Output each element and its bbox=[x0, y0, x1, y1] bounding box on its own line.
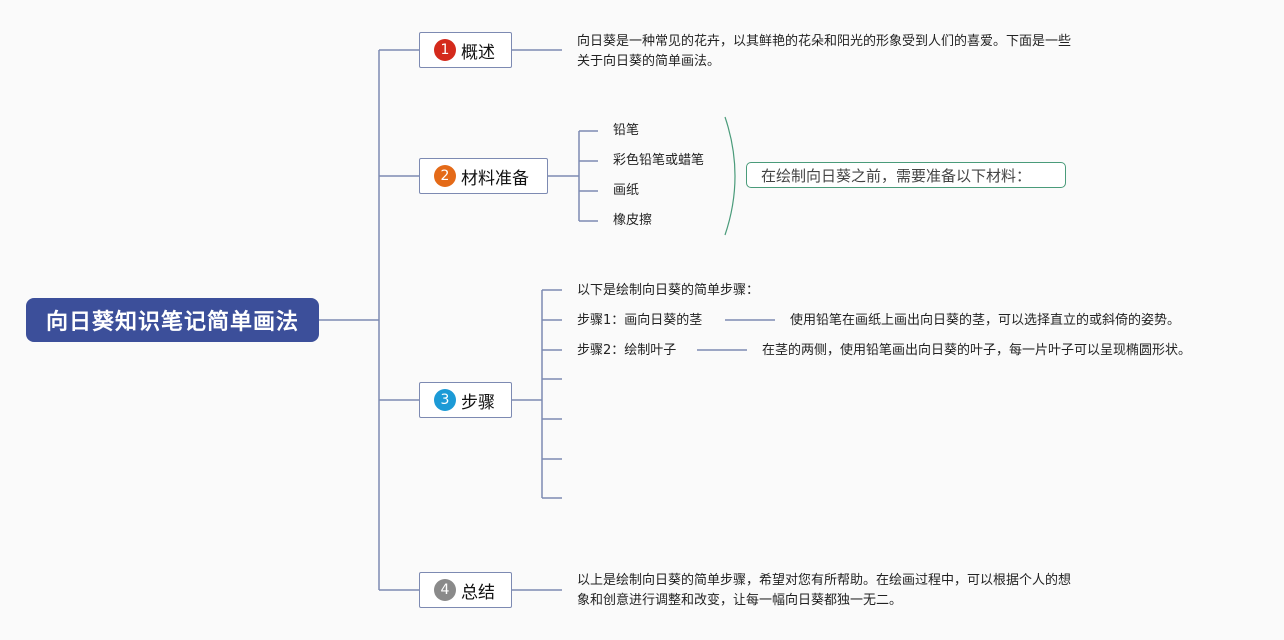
number-badge-icon: 3 bbox=[434, 389, 456, 411]
steps-intro[interactable]: 以下是绘制向日葵的简单步骤： bbox=[577, 283, 760, 298]
summary-text[interactable]: 以上是绘制向日葵的简单步骤，希望对您有所帮助。在绘画过程中，可以根据个人的想象和… bbox=[577, 573, 1072, 608]
branch-label: 步骤 bbox=[461, 392, 495, 413]
root-topic[interactable]: 向日葵知识笔记简单画法 bbox=[26, 298, 319, 342]
material-item[interactable]: 橡皮擦 bbox=[613, 213, 653, 228]
number-badge-icon: 4 bbox=[434, 579, 456, 601]
summary-label: 在绘制向日葵之前，需要准备以下材料： bbox=[761, 166, 1032, 185]
root-title: 向日葵知识笔记简单画法 bbox=[45, 310, 299, 335]
material-item[interactable]: 画纸 bbox=[613, 183, 640, 198]
step-detail[interactable]: 在茎的两侧，使用铅笔画出向日葵的叶子，每一片叶子可以呈现椭圆形状。 bbox=[762, 343, 1192, 358]
material-item[interactable]: 铅笔 bbox=[613, 123, 640, 138]
step-detail[interactable]: 使用铅笔在画纸上画出向日葵的茎，可以选择直立的或斜倚的姿势。 bbox=[790, 313, 1181, 328]
number-badge-icon: 1 bbox=[434, 39, 456, 61]
branch-overview[interactable]: 1 概述 bbox=[419, 32, 512, 68]
step-label[interactable]: 步骤1：画向日葵的茎 bbox=[577, 313, 703, 328]
branch-steps[interactable]: 3 步骤 bbox=[419, 382, 512, 418]
material-item[interactable]: 彩色铅笔或蜡笔 bbox=[613, 153, 705, 168]
branch-materials[interactable]: 2 材料准备 bbox=[419, 158, 548, 194]
branch-label: 总结 bbox=[461, 582, 495, 603]
branch-label: 概述 bbox=[461, 42, 495, 63]
materials-summary[interactable]: 在绘制向日葵之前，需要准备以下材料： bbox=[746, 162, 1066, 188]
branch-label: 材料准备 bbox=[461, 168, 529, 189]
number-badge-icon: 2 bbox=[434, 165, 456, 187]
step-label[interactable]: 步骤2：绘制叶子 bbox=[577, 343, 677, 358]
branch-summary[interactable]: 4 总结 bbox=[419, 572, 512, 608]
overview-text[interactable]: 向日葵是一种常见的花卉，以其鲜艳的花朵和阳光的形象受到人们的喜爱。下面是一些关于… bbox=[577, 34, 1072, 69]
